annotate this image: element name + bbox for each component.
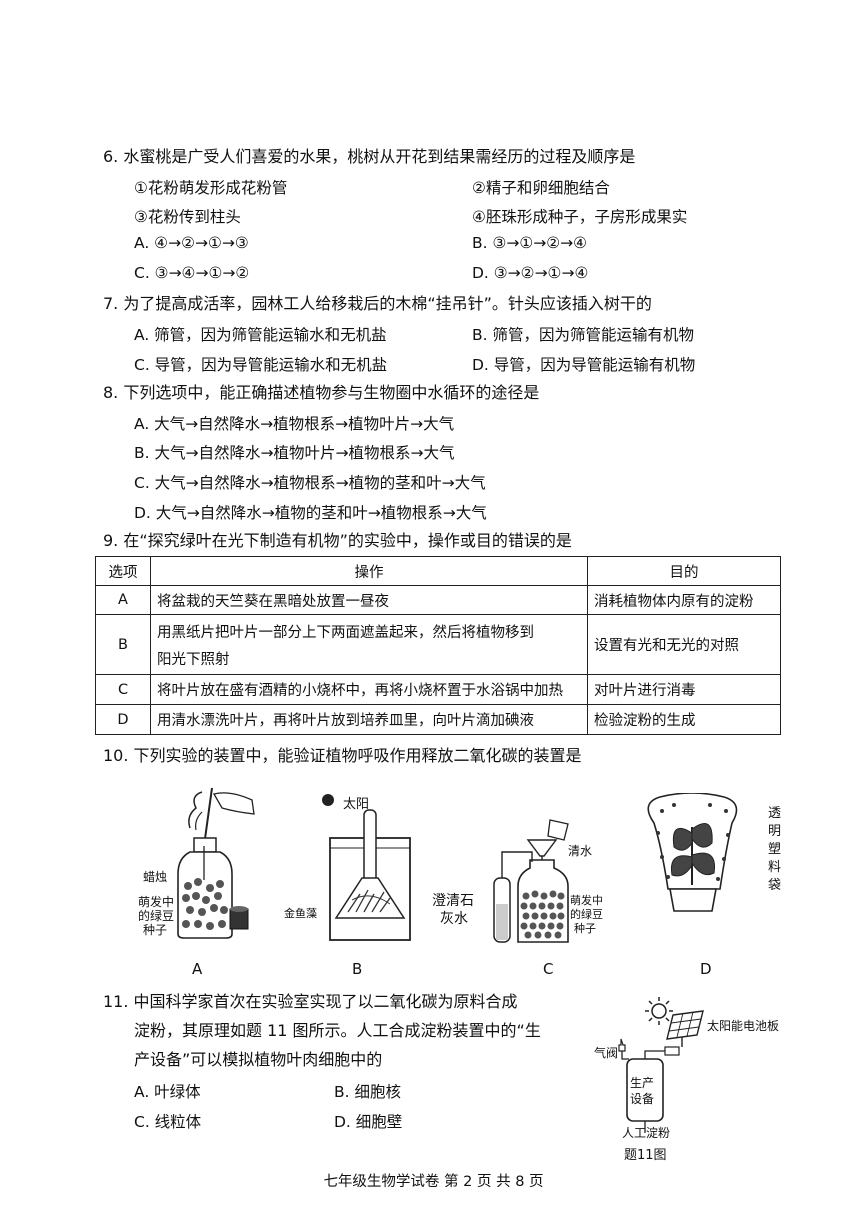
q9-row-d-operation: 用清水漂洗叶片，再将叶片放到培养皿里，向叶片滴加碘液	[150, 704, 588, 735]
table-row: B 用黑纸片把叶片一部分上下两面遮盖起来，然后将植物移到 阳光下照射 设置有光和…	[95, 614, 781, 675]
q9-row-b-operation: 用黑纸片把叶片一部分上下两面遮盖起来，然后将植物移到 阳光下照射	[150, 614, 588, 675]
q9-row-a-operation: 将盆栽的天竺葵在黑暗处放置一昼夜	[150, 585, 588, 615]
q10-figure-c-label-seed-2: 的绿豆	[570, 908, 603, 921]
q11-figure-label-valve: 气阀	[594, 1046, 619, 1060]
q9-stem: 9. 在“探究绿叶在光下制造有机物”的实验中，操作或目的错误的是	[103, 531, 572, 550]
q9-row-a-option: A	[95, 585, 151, 615]
q11-figure	[618, 997, 704, 1133]
q11-option-d[interactable]: D. 细胞壁	[334, 1113, 403, 1131]
q11-option-a[interactable]: A. 叶绿体	[134, 1083, 201, 1101]
q6-item-4: ④胚珠形成种子，子房形成果实	[472, 208, 688, 226]
q11-figure-label-panel: 太阳能电池板	[707, 1019, 780, 1033]
q9-row-c-goal: 对叶片进行消毒	[587, 674, 781, 705]
q10-figure-a-label-seed-3: 种子	[143, 923, 168, 937]
q10-figure-c-label-lime-1: 澄清石	[432, 893, 474, 909]
q8-option-a[interactable]: A. 大气→自然降水→植物根系→植物叶片→大气	[134, 415, 455, 433]
q11-option-c[interactable]: C. 线粒体	[134, 1113, 202, 1131]
q10-figure-a-cup	[229, 906, 249, 930]
q10-figure-b-label-plant: 金鱼藻	[284, 907, 317, 920]
q8-option-c[interactable]: C. 大气→自然降水→植物根系→植物的茎和叶→大气	[134, 474, 486, 492]
q10-figure-c-label-seed-1: 萌发中	[570, 894, 603, 907]
sun-icon	[645, 997, 673, 1025]
q9-row-d-option: D	[95, 704, 151, 735]
q10-figure-d-label-bag: 透 明 塑 料 袋	[768, 805, 784, 895]
q9-row-b-goal: 设置有光和无光的对照	[587, 614, 781, 675]
q9-row-b-option: B	[95, 614, 151, 675]
q9-row-d-goal: 检验淀粉的生成	[587, 704, 781, 735]
q10-figure-c-label-water: 清水	[568, 844, 593, 858]
q7-stem: 7. 为了提高成活率，园林工人给移栽后的木棉“挂吊针”。针头应该插入树干的	[103, 294, 652, 313]
q9-row-b-operation-line1: 用黑纸片把叶片一部分上下两面遮盖起来，然后将植物移到	[157, 624, 534, 641]
q6-option-b[interactable]: B. ③→①→②→④	[472, 234, 588, 252]
q10-figure-d-label-char: 透	[768, 806, 782, 821]
q10-figure-d-label-char: 明	[768, 824, 782, 839]
q10-caption-a[interactable]: A	[192, 960, 203, 978]
solar-panel-icon	[666, 1010, 704, 1047]
q10-figure-a-label-seed-2: 的绿豆	[138, 909, 175, 923]
q7-option-b[interactable]: B. 筛管，因为筛管能运输有机物	[472, 326, 694, 344]
q7-option-c[interactable]: C. 导管，因为导管能运输水和无机盐	[134, 356, 388, 374]
q9-header-option: 选项	[95, 556, 151, 586]
q6-option-a[interactable]: A. ④→②→①→③	[134, 234, 249, 252]
q11-option-b[interactable]: B. 细胞核	[334, 1083, 401, 1101]
page-footer: 七年级生物学试卷 第 2 页 共 8 页	[323, 1174, 544, 1190]
q8-option-b[interactable]: B. 大气→自然降水→植物叶片→植物根系→大气	[134, 444, 455, 462]
q8-option-d[interactable]: D. 大气→自然降水→植物的茎和叶→植物根系→大气	[134, 504, 487, 522]
q10-figure-d-label-char: 塑	[768, 842, 782, 857]
q9-table: 选项 操作 目的 A 将盆栽的天竺葵在黑暗处放置一昼夜 消耗植物体内原有的淀粉 …	[95, 556, 781, 735]
q10-figure-c-label-lime-2: 灰水	[440, 911, 468, 927]
q10-figure-d-label-char: 袋	[768, 878, 782, 893]
q10-caption-c[interactable]: C	[543, 960, 554, 978]
table-row: D 用清水漂洗叶片，再将叶片放到培养皿里，向叶片滴加碘液 检验淀粉的生成	[95, 704, 781, 735]
q8-stem: 8. 下列选项中，能正确描述植物参与生物圈中水循环的途径是	[103, 383, 540, 402]
q7-option-d[interactable]: D. 导管，因为导管能运输有机物	[472, 356, 696, 374]
q10-figure-a-label-candle: 蜡烛	[143, 870, 168, 884]
q10-figure-a	[177, 787, 255, 939]
q11-figure-label-starch: 人工淀粉	[622, 1126, 671, 1140]
q9-row-b-operation-line2: 阳光下照射	[157, 651, 230, 668]
q10-figure-c	[493, 819, 569, 943]
q6-item-3: ③花粉传到柱头	[134, 208, 241, 226]
q9-row-c-operation: 将叶片放在盛有酒精的小烧杯中，再将小烧杯置于水浴锅中加热	[150, 674, 588, 705]
q10-caption-d[interactable]: D	[700, 960, 712, 978]
q9-row-a-goal: 消耗植物体内原有的淀粉	[587, 585, 781, 615]
q10-figure-b	[322, 794, 411, 941]
q6-option-c[interactable]: C. ③→④→①→②	[134, 264, 250, 282]
q10-stem: 10. 下列实验的装置中，能验证植物呼吸作用释放二氧化碳的装置是	[103, 746, 582, 765]
q9-header-operation: 操作	[150, 556, 588, 586]
q10-figure-c-label-seed-3: 种子	[574, 922, 596, 935]
q6-option-d[interactable]: D. ③→②→①→④	[472, 264, 589, 282]
table-row: C 将叶片放在盛有酒精的小烧杯中，再将小烧杯置于水浴锅中加热 对叶片进行消毒	[95, 674, 781, 705]
q10-figure-d-label-char: 料	[768, 860, 782, 875]
q10-caption-b[interactable]: B	[352, 960, 363, 978]
q11-stem-line-3: 产设备”可以模拟植物叶肉细胞中的	[134, 1050, 383, 1069]
q11-stem-line-1: 11. 中国科学家首次在实验室实现了以二氧化碳为原料合成	[103, 992, 518, 1011]
q10-figure-d	[647, 793, 738, 912]
q10-figure-a-label-seed-1: 萌发中	[138, 895, 175, 909]
q6-stem: 6. 水蜜桃是广受人们喜爱的水果，桃树从开花到结果需经历的过程及顺序是	[103, 147, 636, 166]
q6-item-2: ②精子和卵细胞结合	[472, 179, 610, 197]
q11-stem-line-2: 淀粉，其原理如题 11 图所示。人工合成淀粉装置中的“生	[134, 1021, 541, 1040]
q7-option-a[interactable]: A. 筛管，因为筛管能运输水和无机盐	[134, 326, 387, 344]
table-row: A 将盆栽的天竺葵在黑暗处放置一昼夜 消耗植物体内原有的淀粉	[95, 585, 781, 615]
q11-figure-caption: 题11图	[624, 1148, 667, 1163]
q9-header-goal: 目的	[587, 556, 781, 586]
q10-figure-b-label-sun: 太阳	[343, 797, 370, 812]
q11-figure-label-device-1: 生产	[630, 1076, 655, 1090]
sun-icon	[322, 794, 334, 806]
q9-row-c-option: C	[95, 674, 151, 705]
q6-item-1: ①花粉萌发形成花粉管	[134, 179, 288, 197]
q11-figure-label-device-2: 设备	[630, 1092, 655, 1106]
